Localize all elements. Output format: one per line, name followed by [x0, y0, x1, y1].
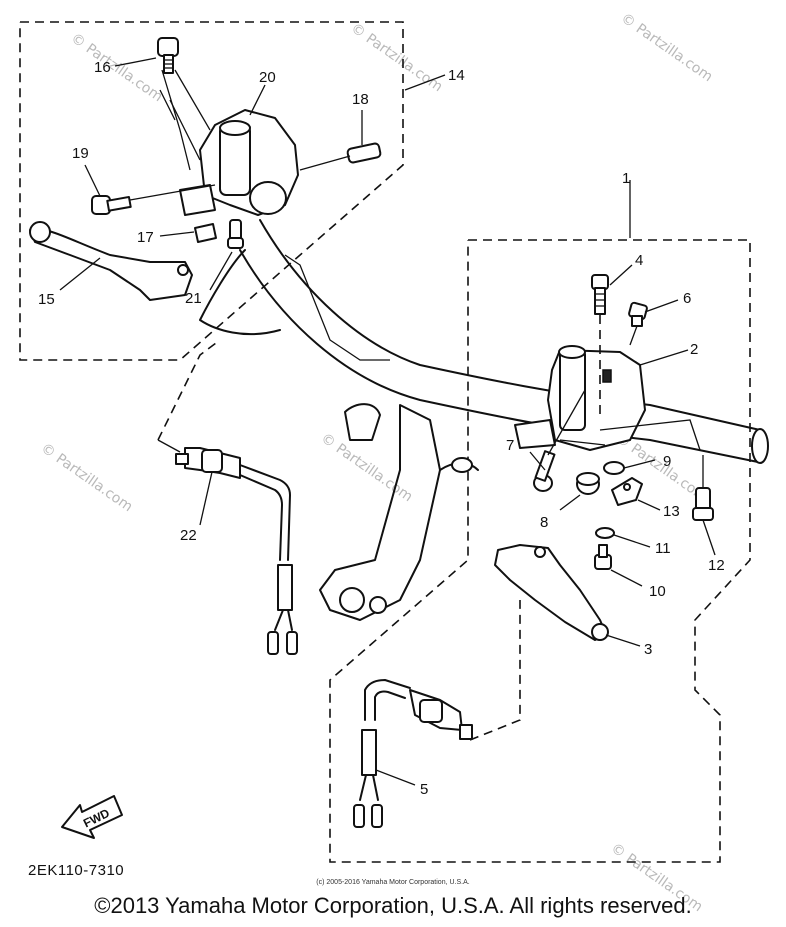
leader-10	[610, 569, 643, 587]
small-copyright-text: (c) 2005-2016 Yamaha Motor Corporation, …	[316, 879, 470, 886]
diagram-code: 2EK110-7310	[28, 862, 125, 879]
part-label-7: 7	[506, 437, 514, 454]
part-label-17: 17	[137, 229, 154, 246]
part-label-15: 15	[38, 291, 55, 308]
part-label-22: 22	[180, 527, 197, 544]
watermark-3: © Partzilla.com	[618, 10, 716, 85]
leader-3	[605, 634, 641, 647]
part-label-12: 12	[708, 557, 725, 574]
leader-2	[639, 349, 689, 366]
part-label-10: 10	[649, 583, 666, 600]
leader-4	[609, 264, 633, 286]
leader-13	[637, 499, 661, 511]
left-lever-assembly	[29, 37, 382, 301]
leader-15	[59, 257, 101, 291]
part-label-13: 13	[663, 503, 680, 520]
leader-21	[209, 251, 233, 291]
part-label-8: 8	[540, 514, 548, 531]
leader-19	[84, 164, 101, 197]
leader-22	[199, 471, 213, 526]
part-label-6: 6	[683, 290, 691, 307]
copyright-footer: ©2013 Yamaha Motor Corporation, U.S.A. A…	[94, 893, 692, 918]
part-label-5: 5	[420, 781, 428, 798]
leader-6	[644, 299, 679, 313]
switch-5	[353, 600, 521, 828]
fwd-arrow-icon: FWD	[61, 795, 123, 839]
right-lever-assembly	[494, 274, 714, 641]
switch-22	[157, 339, 298, 655]
handlebar	[199, 219, 769, 464]
part-label-9: 9	[663, 453, 671, 470]
leader-7	[529, 451, 546, 471]
left-assembly-outline	[19, 21, 404, 361]
watermark-1: © Partzilla.com	[68, 30, 166, 105]
part-label-3: 3	[644, 641, 652, 658]
leader-11	[613, 534, 651, 548]
part-label-1: 1	[622, 170, 630, 187]
part-label-20: 20	[259, 69, 276, 86]
part-label-18: 18	[352, 91, 369, 108]
leader-17	[159, 231, 195, 237]
part-label-4: 4	[635, 252, 643, 269]
leader-9	[623, 459, 656, 469]
leader-14	[404, 74, 446, 91]
part-label-21: 21	[185, 290, 202, 307]
part-label-16: 16	[94, 59, 111, 76]
leader-8	[559, 494, 581, 511]
right-assembly-outline	[329, 239, 751, 863]
watermark-4: © Partzilla.com	[38, 440, 136, 515]
part-label-19: 19	[72, 145, 89, 162]
part-label-2: 2	[690, 341, 698, 358]
leader-20	[249, 84, 266, 116]
part-label-14: 14	[448, 67, 465, 84]
part-label-11: 11	[655, 540, 671, 557]
leader-12	[702, 519, 716, 556]
leader-16	[114, 57, 157, 67]
fork-clamp	[284, 254, 479, 621]
watermark-2: © Partzilla.com	[348, 20, 446, 95]
